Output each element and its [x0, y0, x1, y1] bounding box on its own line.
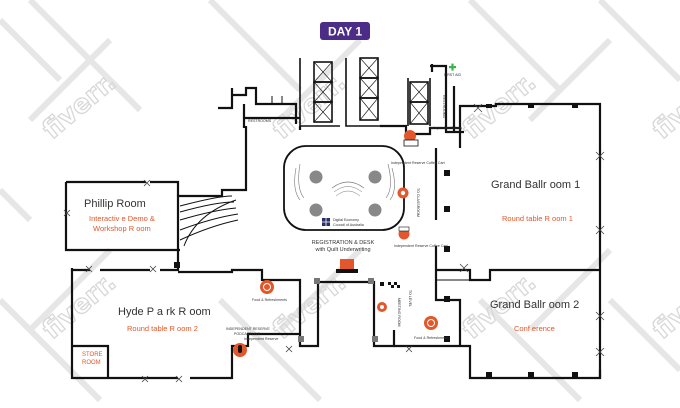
door-markers: [63, 103, 605, 383]
food-label-2: Food & Refreshments: [414, 336, 449, 340]
watermark: fiverr.: [37, 67, 122, 145]
registration-sub-label: with Quilt Underwriting: [314, 247, 370, 253]
grand-ballroom-2-title: Grand Ballr oom 2: [490, 299, 579, 311]
store-room-line1: STORE: [82, 352, 103, 358]
phillip-room-sub2: Workshop R oom: [93, 224, 151, 233]
checkered-flag-icon: [380, 282, 400, 288]
coffee-cart-icon: [398, 226, 410, 240]
restrooms-right-label: RESTROOMS: [442, 95, 446, 119]
food-label-1: Food & Refreshments: [252, 298, 287, 302]
coffee-label-1: Independent Reserve Coffee Cart: [394, 244, 448, 248]
podcast-label-1: INDEPENDENT RESERVE: [226, 327, 270, 331]
grand-ballroom-2-sub: Conf erence: [514, 324, 555, 333]
day-badge-label: DAY 1: [328, 25, 362, 39]
first-aid-icon: [449, 63, 456, 71]
watermark: fiverr.: [267, 67, 352, 145]
day-badge: DAY 1: [320, 22, 370, 40]
restrooms-right-block: RESTROOMS FIRST AID: [430, 63, 464, 134]
elevator-shafts: [299, 57, 431, 127]
bakery-label: Independent Bakery: [430, 126, 462, 130]
restrooms-top-label: RESTROOMS: [248, 119, 272, 123]
bakery-icon: [403, 130, 419, 147]
logo-line1: Digital Economy: [333, 218, 359, 222]
registration-desk-icon: [336, 259, 358, 273]
podcast-label-2: PODCAST LIVE: [234, 332, 261, 336]
registration-island: Digital Economy Council of Australia: [294, 163, 395, 227]
logo-line2: Council of Australia: [333, 223, 364, 227]
decoa-logo: Digital Economy Council of Australia: [322, 218, 364, 227]
coffee-icon: [397, 187, 409, 199]
coffee-label-2: Independent Reserve Coffee Cart: [391, 161, 445, 165]
phillip-room-sub1: Interactiv e Demo &: [89, 214, 155, 223]
building-walls: [64, 102, 602, 380]
phillip-room-title: Phillip Room: [84, 198, 146, 210]
independent-tiny-label: Independent Reserve: [244, 337, 278, 341]
hyde-park-room-title: Hyde P a rk R oom: [118, 306, 211, 318]
elevator-label: TO CLASSROOM: [416, 188, 420, 217]
store-room-line2: ROOM: [82, 360, 101, 366]
food-icon: [260, 280, 274, 294]
grand-ballroom-1-title: Grand Ballr oom 1: [491, 179, 580, 191]
first-aid-label: FIRST AID: [444, 73, 462, 77]
grand-ballroom-1-sub: Round table R oom 1: [502, 214, 573, 223]
restrooms-top-block: RESTROOMS: [218, 86, 300, 128]
food-icon: [424, 316, 438, 330]
watermark: fiverr.: [647, 267, 680, 345]
meeting-room-label: MEETING ROOM: [397, 298, 401, 327]
registration-label: REGISTRATION & DESK: [312, 240, 375, 246]
podcast-icon: [233, 343, 247, 357]
hyde-park-room-sub: Round table R oom 2: [127, 324, 198, 333]
information-icon: [377, 302, 387, 312]
to-level-label: TO LEVEL: [408, 290, 412, 307]
columns: [174, 104, 578, 378]
